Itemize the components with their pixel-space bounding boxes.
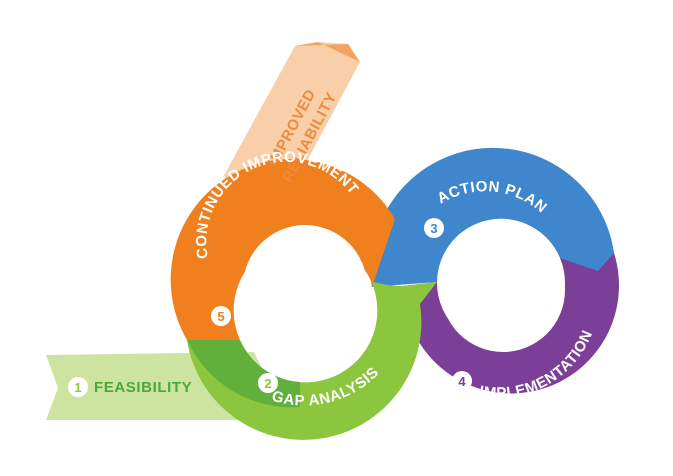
action-plan-ring (370, 147, 614, 287)
step-5-number-badge (211, 306, 231, 326)
continued-improvement-ring (170, 159, 395, 340)
step-1-feasibility: 1 FEASIBILITY (68, 377, 192, 397)
left-ring-hole (243, 225, 367, 349)
step-4-number-badge (452, 371, 472, 391)
step-3-number: 3 (430, 221, 437, 236)
right-ring-hole (441, 228, 565, 352)
step-4-number: 4 (458, 374, 466, 389)
step-1-number-badge (68, 377, 88, 397)
step-1-label: FEASIBILITY (94, 379, 192, 396)
step-1-number: 1 (74, 380, 81, 395)
step-5-number: 5 (217, 309, 224, 324)
step-2-number-badge (258, 373, 278, 393)
step-3-number-badge (424, 218, 444, 238)
step-2-number: 2 (264, 376, 271, 391)
improved-reliability-arrow-tip (295, 42, 360, 62)
implementation-ring (403, 253, 619, 394)
gap-analysis-ring (187, 281, 437, 440)
